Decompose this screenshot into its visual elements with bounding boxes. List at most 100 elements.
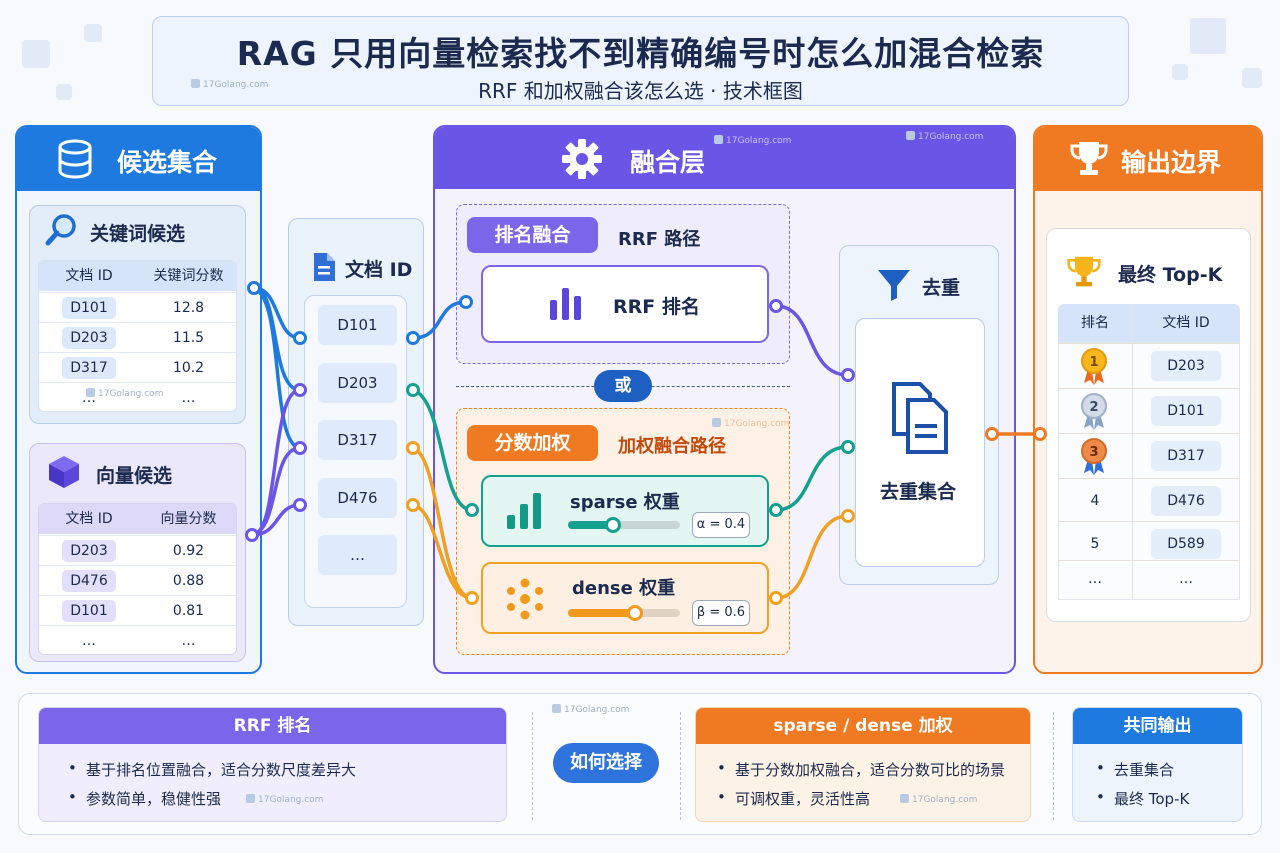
decor-square (56, 84, 72, 100)
summary-divider (532, 712, 533, 820)
doc-id: D101 (62, 297, 116, 319)
score: 10.2 (172, 360, 205, 376)
bronze-medal-icon: 3 (1081, 438, 1107, 475)
doc-id: D317 (62, 357, 116, 379)
or-badge: 或 (594, 370, 652, 402)
table-row: … … (1058, 560, 1240, 596)
decor-square (1172, 64, 1188, 80)
vector-table: 文档 ID 向量分数 D203 0.92 D476 0.88 D101 0.81… (38, 503, 237, 655)
col-doc-id: 文档 ID (1162, 315, 1210, 331)
topk-table-header: 排名 文档 ID (1058, 304, 1240, 342)
table-row: D317 10.2 (39, 352, 236, 382)
signal-bars-icon (507, 493, 541, 529)
col-doc-id: 文档 ID (65, 511, 113, 527)
search-icon (45, 214, 76, 246)
trophy-icon (1070, 142, 1108, 175)
keyword-table-header: 文档 ID 关键词分数 (39, 261, 236, 291)
doc-id: D203 (62, 540, 116, 562)
table-row: 1 D203 (1058, 343, 1240, 387)
table-row: D101 0.81 (39, 595, 236, 625)
table-row: D203 0.92 (39, 535, 236, 565)
rank: 4 (1090, 493, 1100, 509)
watermark: 17Golang.com (191, 79, 268, 90)
watermark: 17Golang.com (712, 418, 789, 429)
doc-id-item: D101 (318, 305, 397, 345)
score-weighting-tag: 分数加权 (467, 425, 598, 461)
doc-id: … (1179, 571, 1193, 587)
page-subtitle: RRF 和加权融合该怎么选 · 技术框图 (478, 79, 803, 103)
document-icon (314, 253, 335, 281)
cube-icon (49, 456, 79, 488)
dedup-set-label: 去重集合 (880, 481, 957, 503)
sparse-slider-track[interactable] (568, 521, 680, 529)
rrf-path-label: RRF 路径 (618, 229, 701, 250)
watermark: 17Golang.com (714, 135, 791, 146)
rrf-rank-label: RRF 排名 (613, 296, 700, 318)
candidate-header-title: 候选集合 (117, 148, 218, 177)
bar-chart-icon (550, 288, 581, 320)
doc-id: … (82, 633, 96, 649)
rrf-summary-item: 参数简单，稳健性强 (68, 788, 221, 809)
watermark: 17Golang.com (246, 794, 323, 805)
rank-2-label: 2 (1089, 400, 1098, 415)
score: 0.92 (172, 543, 205, 559)
rank-3-label: 3 (1089, 445, 1098, 460)
score: 0.81 (172, 603, 205, 619)
table-row: D203 11.5 (39, 322, 236, 352)
title-banner: RAG 只用向量检索找不到精确编号时怎么加混合检索 RRF 和加权融合该怎么选 … (152, 16, 1129, 106)
dense-beta-value: β = 0.6 (692, 600, 750, 626)
table-row: D476 0.88 (39, 565, 236, 595)
trophy-gold-icon (1067, 256, 1101, 287)
rrf-summary-item: 基于排名位置融合，适合分数尺度差异大 (68, 759, 356, 780)
topk-col-divider (1132, 304, 1133, 600)
score: … (181, 633, 196, 649)
rank: … (1088, 571, 1102, 587)
dense-slider-fill (568, 609, 636, 617)
watermark: 17Golang.com (900, 794, 977, 805)
doc-id: D317 (1151, 441, 1221, 471)
table-row: … … (39, 625, 236, 654)
doc-id-item: D203 (318, 363, 397, 403)
keyword-table: 文档 ID 关键词分数 D101 12.8 D203 11.5 D317 10.… (38, 260, 237, 412)
sparse-weight-label: sparse 权重 (570, 492, 680, 513)
score: … (181, 390, 196, 406)
table-row: 5 D589 (1058, 521, 1240, 565)
weighted-summary-item: 可调权重，灵活性高 (717, 788, 870, 809)
dots-cluster-icon (507, 578, 543, 620)
common-output-title: 共同输出 (1073, 708, 1242, 744)
doc-id-item: D476 (318, 478, 397, 518)
weighted-summary-title: sparse / dense 加权 (696, 708, 1030, 744)
doc-id: D203 (1151, 351, 1221, 381)
rank-1-label: 1 (1089, 355, 1098, 370)
col-rank: 排名 (1081, 315, 1109, 331)
doc-id-item: … (318, 535, 397, 575)
weighted-path-label: 加权融合路径 (618, 436, 726, 457)
sparse-slider-fill (568, 521, 613, 529)
keyword-candidates-title: 关键词候选 (90, 223, 186, 245)
col-vector-score: 向量分数 (160, 511, 217, 527)
rrf-rank-node (481, 265, 769, 343)
decor-square (1242, 68, 1262, 88)
sparse-alpha-value: α = 0.4 (692, 512, 750, 538)
summary-divider (680, 712, 681, 820)
table-row: 3 D317 (1058, 433, 1240, 477)
output-header: 输出边界 (1035, 127, 1261, 191)
page-title: RAG 只用向量检索找不到精确编号时怎么加混合检索 (236, 34, 1045, 73)
score: 12.8 (172, 300, 205, 316)
table-row: 2 D101 (1058, 388, 1240, 432)
silver-medal-icon: 2 (1081, 393, 1107, 430)
score: 11.5 (172, 330, 205, 346)
gear-icon (562, 139, 602, 179)
documents-icon (892, 382, 948, 454)
decor-square (84, 24, 102, 42)
fusion-header-title: 融合层 (630, 148, 706, 177)
table-row: D101 12.8 (39, 292, 236, 322)
topk-title: 最终 Top-K (1118, 264, 1223, 286)
table-row: 4 D476 (1058, 478, 1240, 522)
dense-weight-label: dense 权重 (572, 578, 676, 599)
dense-slider-knob[interactable] (627, 605, 644, 621)
gold-medal-icon: 1 (1081, 348, 1107, 385)
doc-id: D203 (62, 327, 116, 349)
common-output-item: 去重集合 (1096, 759, 1174, 780)
sparse-slider-knob[interactable] (604, 517, 621, 533)
